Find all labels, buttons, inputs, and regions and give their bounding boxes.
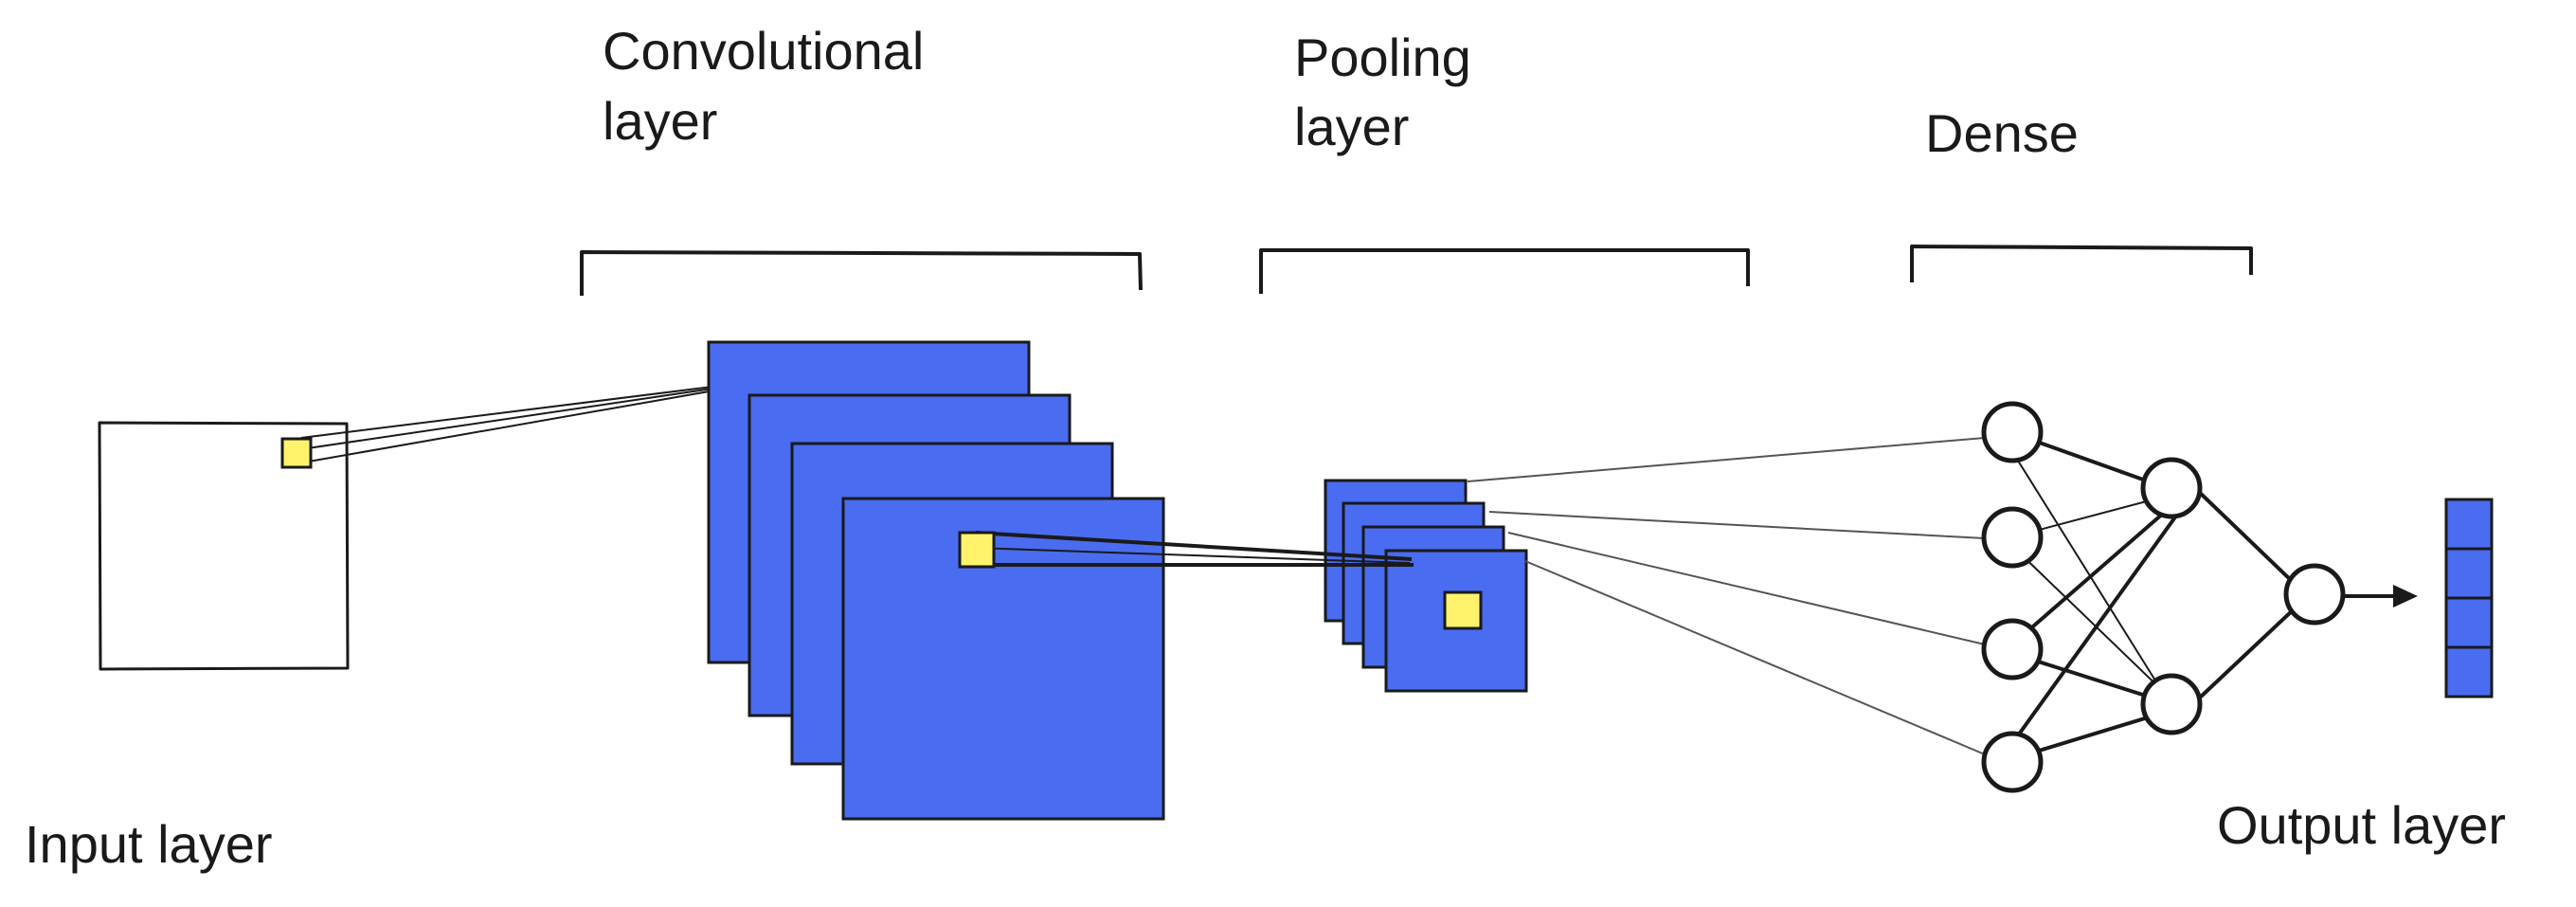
convolutional-layer-label-line2: layer <box>603 91 717 151</box>
pool-to-dense-line-1 <box>1467 437 1986 482</box>
output-arrow-head <box>2393 585 2418 608</box>
dense-1-neuron-2 <box>1981 506 2044 569</box>
dense-1-neuron-1 <box>1981 401 2044 463</box>
pooling-layer-label-line2: layer <box>1294 97 1409 156</box>
input-kernel-square <box>280 437 313 469</box>
pool-kernel-square <box>1443 590 1483 630</box>
dense-edge-2-2 <box>2011 545 2171 698</box>
dense-edge-out-1 <box>2196 489 2295 584</box>
conv-kernel-square <box>958 531 996 569</box>
conv-to-pool-line-2 <box>975 547 1411 564</box>
convolutional-layer-label-line1: Convolutional <box>603 21 924 81</box>
dense-edge-3-1 <box>2010 504 2173 646</box>
dense-layer-label: Dense <box>1925 103 2079 163</box>
dense-edge-4-1 <box>2007 510 2181 751</box>
pool-to-dense-line-2 <box>1488 511 1986 539</box>
input-layer-label: Input layer <box>25 814 273 874</box>
dense-1-neuron-3 <box>1981 618 2044 680</box>
pooling-layer-bracket <box>1259 248 1750 294</box>
output-vector-cell-3 <box>2444 596 2494 649</box>
conv-to-pool-line-1 <box>975 531 1413 561</box>
output-vector-cell-2 <box>2444 547 2494 600</box>
input-to-conv-line-3 <box>302 390 715 463</box>
input-to-conv-line-1 <box>300 386 713 439</box>
pool-to-dense-line-3 <box>1507 532 1986 645</box>
input-image-frame <box>98 421 350 671</box>
output-layer-label: Output layer <box>2217 795 2506 855</box>
dense-edge-out-2 <box>2198 607 2297 699</box>
convolutional-layer-bracket <box>580 250 1143 296</box>
dense-1-neuron-4 <box>1981 731 2044 793</box>
pooling-layer-label-line1: Pooling <box>1294 27 1471 87</box>
output-neuron <box>2283 563 2346 626</box>
dense-edge-1-2 <box>2008 444 2171 704</box>
output-vector-cell-4 <box>2444 645 2494 698</box>
dense-layer-bracket <box>1910 245 2253 282</box>
pool-to-dense-line-4 <box>1524 560 1986 755</box>
output-vector-cell-1 <box>2444 498 2494 551</box>
conv-feature-map-4 <box>841 497 1165 821</box>
dense-2-neuron-2 <box>2140 673 2203 735</box>
dense-2-neuron-1 <box>2140 457 2203 519</box>
input-to-conv-line-2 <box>300 388 713 450</box>
